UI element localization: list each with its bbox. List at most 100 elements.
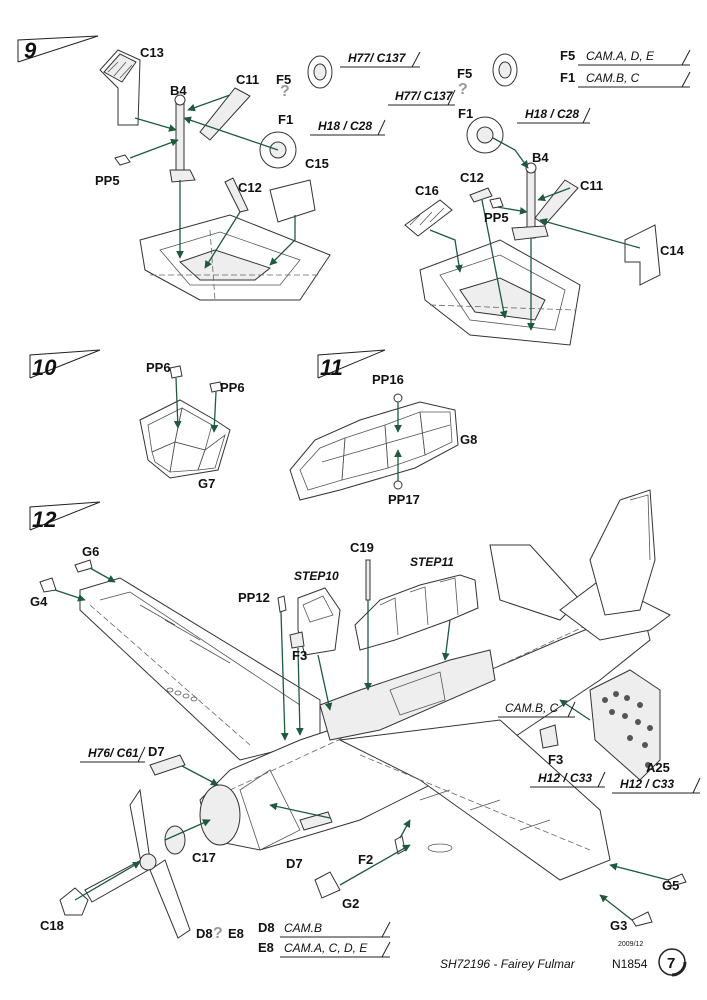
f3-part-panel	[539, 724, 559, 749]
label-b4: B4	[170, 83, 187, 98]
svg-text:CAM.B: CAM.B	[284, 921, 322, 935]
code-h18-c28-left: H18 / C28	[310, 119, 386, 136]
code-h12-c33-a25: H12 / C33	[612, 777, 701, 794]
g3-g5-lights	[631, 873, 687, 927]
page-number-badge: 7	[658, 948, 687, 977]
step-10-section: 10 PP6 PP6 G7	[29, 349, 245, 491]
code-h76-c61: H76/ C61	[80, 746, 146, 763]
aircraft-serial: N1854	[612, 957, 648, 971]
f3-part-cockpit	[289, 631, 305, 649]
pp16-pp17-parts	[393, 393, 403, 490]
left-gear-bay	[139, 214, 331, 301]
c12-part-left	[224, 177, 249, 213]
svg-text:CAM.B, C: CAM.B, C	[505, 701, 559, 715]
code-h77-c137-left: H77/ C137	[340, 51, 421, 68]
c12-part-right	[469, 187, 493, 203]
label-c12-right: C12	[460, 170, 484, 185]
label-g6: G6	[82, 544, 99, 559]
label-step10: STEP10	[294, 569, 339, 583]
wheel-f5-left	[307, 55, 333, 89]
label-d7-lower: D7	[286, 856, 303, 871]
spinner-c17	[164, 825, 186, 855]
b4-oleo-strut-left	[169, 94, 196, 183]
label-g2: G2	[342, 896, 359, 911]
c11-part-right	[534, 179, 579, 226]
label-f3-panel: F3	[548, 752, 563, 767]
label-pp6-b: PP6	[220, 380, 245, 395]
label-pp12: PP12	[238, 590, 270, 605]
c13-gear-door-part	[99, 49, 141, 126]
step-number: 10	[32, 355, 57, 380]
label-c11-right: C11	[580, 178, 603, 193]
step-9-right-arrows	[429, 137, 641, 331]
label-c16: C16	[415, 183, 439, 198]
step-12-section: 12	[29, 489, 701, 958]
code-h18-c28-right: H18 / C28	[517, 107, 591, 124]
step-number: 12	[32, 507, 57, 532]
svg-text:F5: F5	[560, 48, 575, 63]
either-or-icon-right: ?	[458, 81, 468, 98]
label-g8: G8	[460, 432, 477, 447]
label-f1: F1	[278, 112, 293, 127]
label-c19: C19	[350, 540, 374, 555]
b4-oleo-strut-right	[511, 162, 549, 241]
svg-text:H77/ C137: H77/ C137	[348, 51, 407, 65]
either-or-icon: ?	[280, 83, 290, 100]
instrument-panel-a25	[589, 669, 661, 781]
label-d7-upper: D7	[148, 744, 165, 759]
step-9-left-arrows	[129, 94, 296, 269]
step-number: 11	[320, 355, 343, 380]
d7-part-upper	[149, 754, 186, 776]
label-g5: G5	[662, 878, 679, 893]
label-c12: C12	[238, 180, 262, 195]
label-c18: C18	[40, 918, 64, 933]
c15-door-left	[269, 179, 316, 223]
label-c13: C13	[140, 45, 164, 60]
c19-aerial-mast	[365, 559, 371, 601]
label-g3: G3	[610, 918, 627, 933]
label-step11: STEP11	[410, 555, 454, 569]
step11-canopy-rear	[354, 574, 479, 651]
svg-text:H12 / C33: H12 / C33	[620, 777, 674, 791]
footer: 2009/12 SH72196 - Fairey Fulmar N1854 7	[440, 941, 687, 977]
pp5-part-left	[114, 154, 131, 166]
either-or-icon-d8: ?	[213, 925, 223, 942]
step-10-badge: 10	[29, 349, 101, 380]
paint-note-f1: F1 CAM.B, C	[560, 70, 691, 88]
svg-text:CAM.A, D, E: CAM.A, D, E	[586, 49, 655, 63]
step-9-badge: 9	[17, 35, 99, 63]
label-g7: G7	[198, 476, 215, 491]
c18-spinner-cap	[59, 887, 89, 916]
svg-text:CAM.B, C: CAM.B, C	[586, 71, 640, 85]
g7-windscreen-part	[139, 399, 231, 479]
label-e8: E8	[228, 926, 244, 941]
pp5-part-right	[489, 197, 504, 209]
c14-door-right	[624, 224, 661, 286]
svg-text:D8: D8	[258, 920, 275, 935]
label-pp6-a: PP6	[146, 360, 171, 375]
g8-canopy-part	[289, 401, 459, 501]
label-pp16: PP16	[372, 372, 404, 387]
svg-text:E8: E8	[258, 940, 274, 955]
label-c17: C17	[192, 850, 216, 865]
paint-note-d8: D8 CAM.B	[258, 920, 391, 938]
svg-text:CAM.A, C, D, E: CAM.A, C, D, E	[284, 941, 368, 955]
label-d8: D8	[196, 926, 213, 941]
label-c11: C11	[236, 72, 259, 87]
step-9-section: 9	[17, 35, 691, 346]
svg-text:F1: F1	[560, 70, 575, 85]
code-h77-c137-right: H77/ C137	[388, 89, 456, 106]
label-pp17: PP17	[388, 492, 420, 507]
svg-text:H77/ C137: H77/ C137	[395, 89, 454, 103]
propeller-c18	[84, 788, 191, 939]
fulmar-aircraft	[79, 489, 671, 881]
g4-g6-lights	[39, 559, 93, 593]
step-number: 9	[24, 38, 37, 63]
paint-note-e8: E8 CAM.A, C, D, E	[258, 940, 391, 958]
pp12-part	[277, 595, 287, 613]
step-11-section: 11 PP16 G8 PP17	[289, 349, 477, 507]
svg-text:H76/ C61: H76/ C61	[88, 746, 139, 760]
label-pp5: PP5	[95, 173, 120, 188]
svg-text:H18 / C28: H18 / C28	[525, 107, 579, 121]
